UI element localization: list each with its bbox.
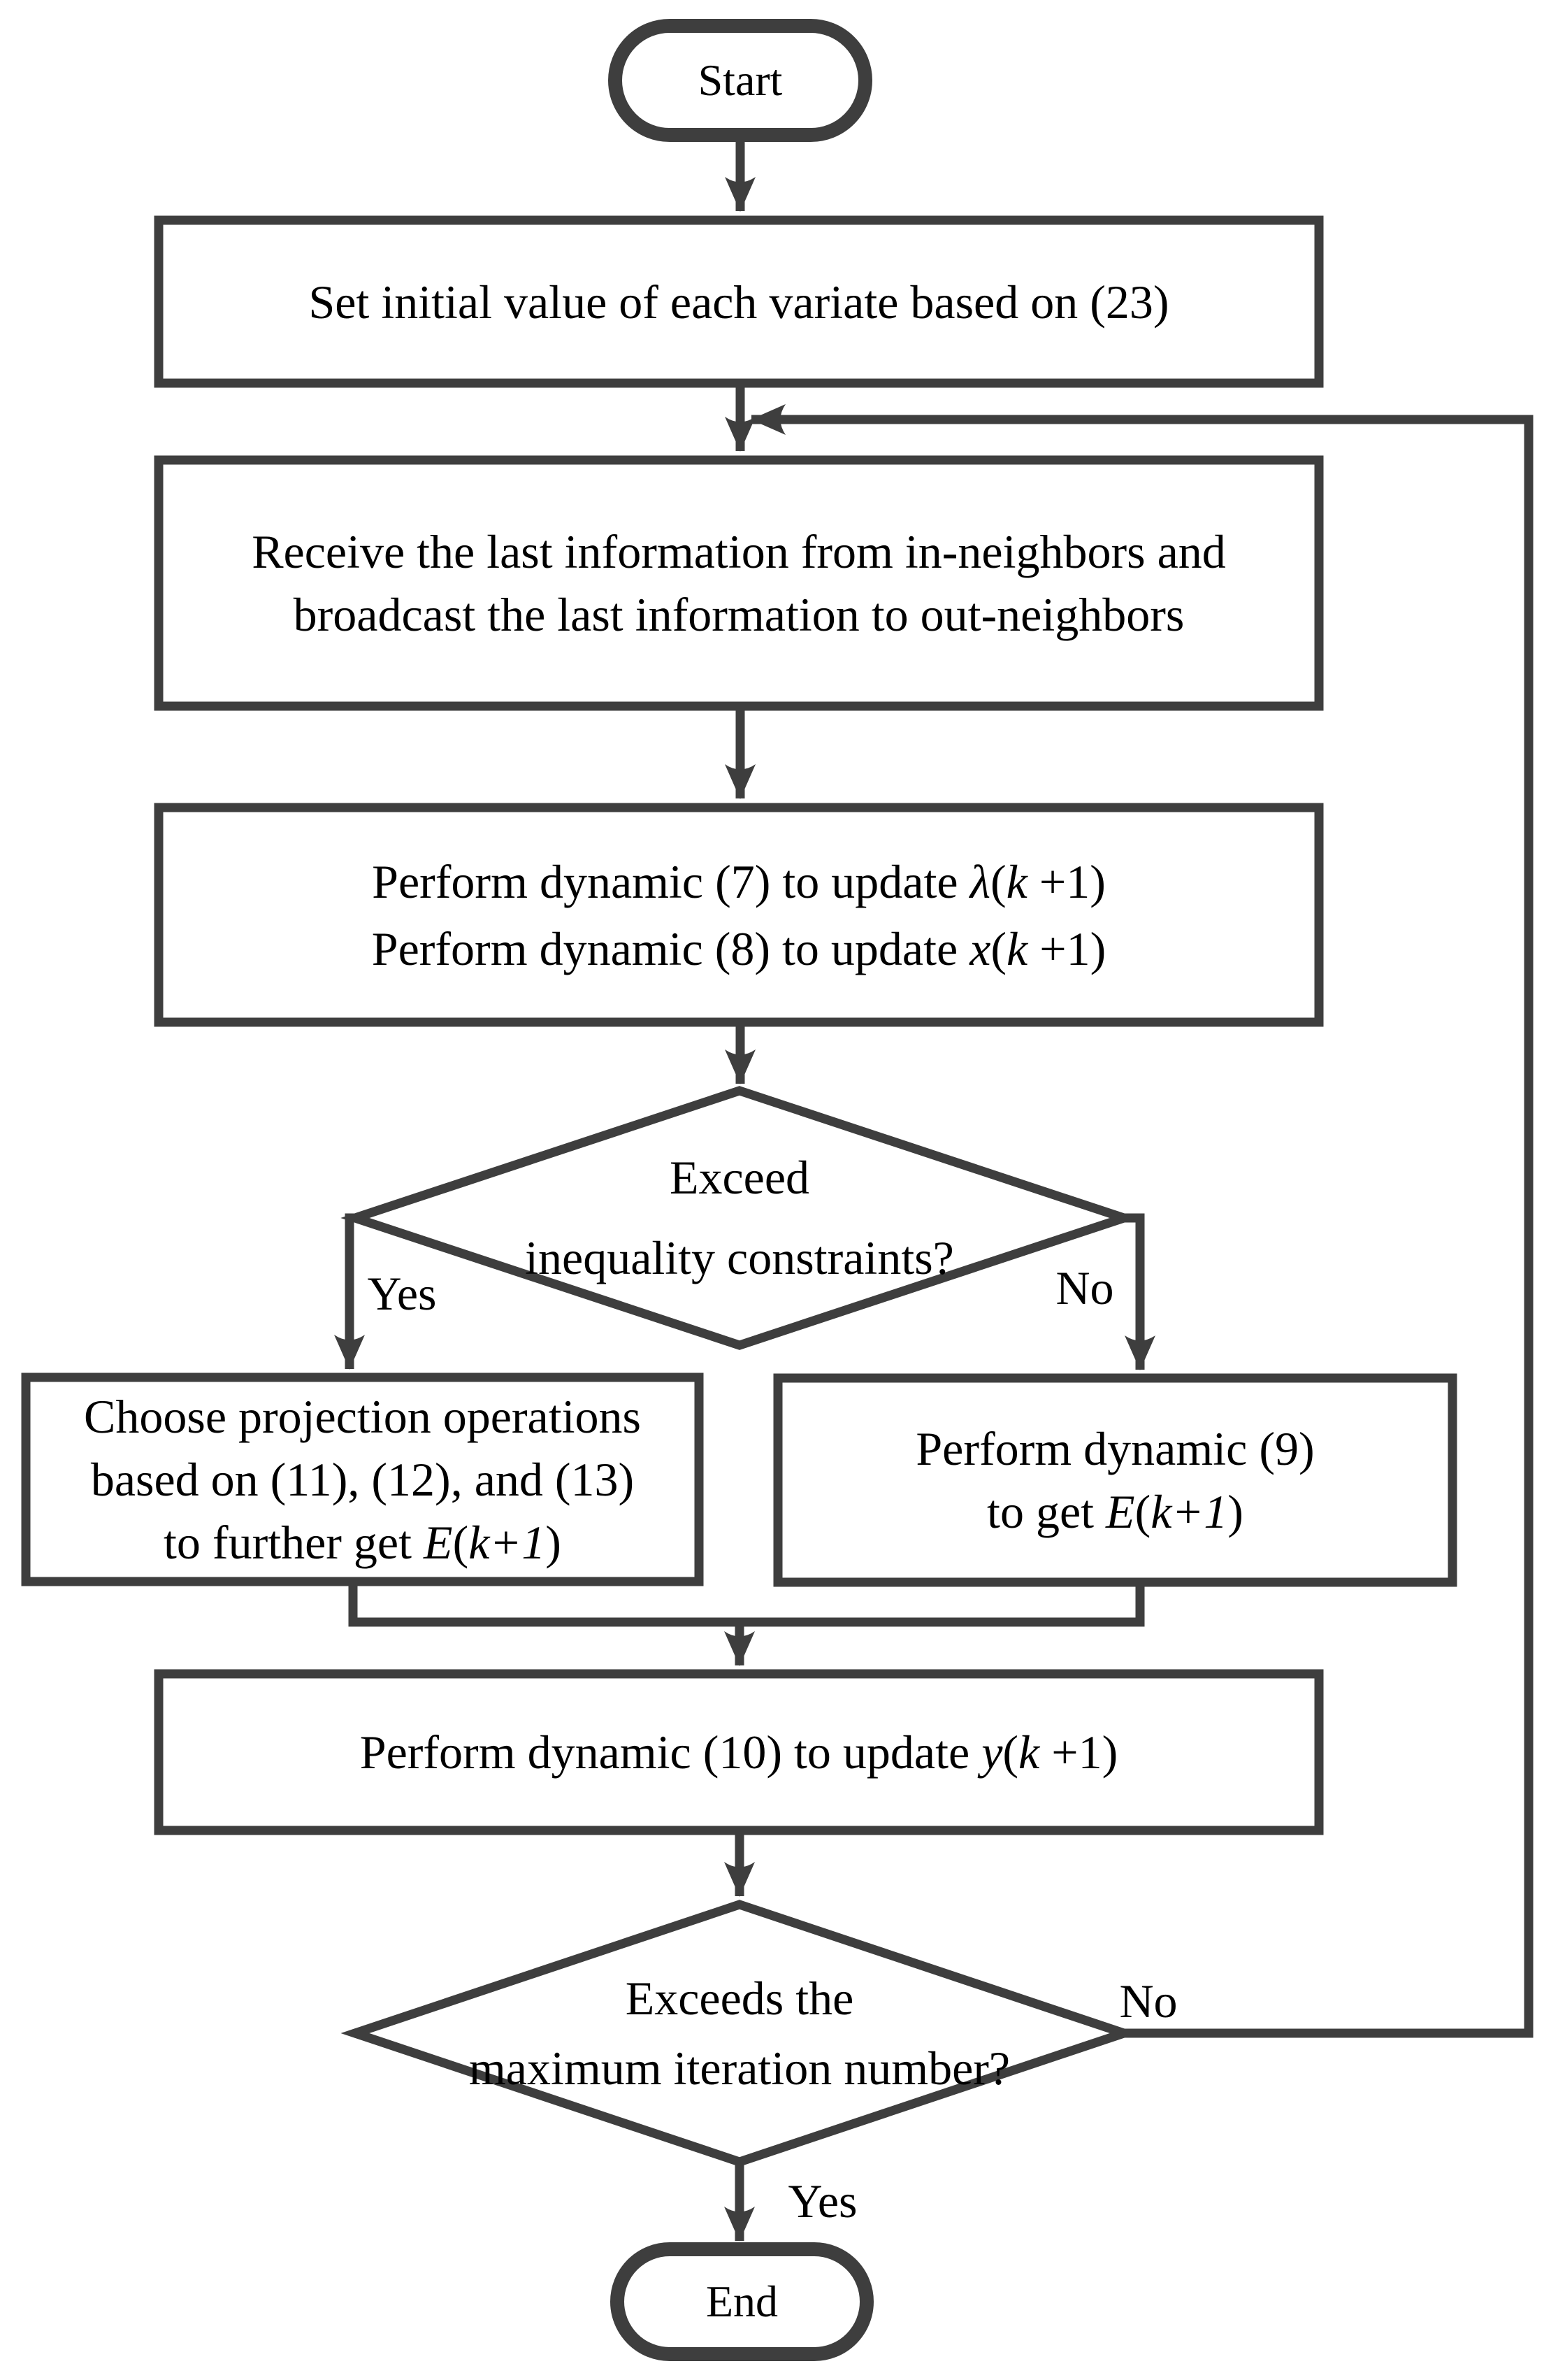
update-node-shape xyxy=(154,803,1324,1027)
feedback-loop-line-iteration-no xyxy=(751,404,1534,2038)
init-node-label: Set initial value of each variate based … xyxy=(308,275,1169,329)
decision1-yes-label: Yes xyxy=(367,1266,437,1320)
decision2-yes-label: Yes xyxy=(788,2174,858,2228)
init-node-shape xyxy=(154,215,1324,388)
decision1-diamond-shape xyxy=(340,1086,1139,1350)
update-y-node-label: Perform dynamic (10) to update y(k +1) xyxy=(359,1726,1118,1779)
start-node-label: Start xyxy=(698,55,783,105)
exchange-node-shape xyxy=(154,455,1324,711)
decision1-no-label: No xyxy=(1055,1261,1114,1314)
merge-line-below-branch-boxes xyxy=(348,1582,1145,1627)
update-node-label: Perform dynamic (7) to update λ(k +1)Per… xyxy=(371,854,1106,975)
end-node-shape xyxy=(610,2242,874,2361)
decision2-diamond-shape xyxy=(340,1900,1139,2167)
end-node-label: End xyxy=(705,2277,779,2326)
dynamic9-node-label: Perform dynamic (9)to get E(k+1) xyxy=(916,1422,1315,1538)
decision2-no-label: No xyxy=(1119,1974,1178,2028)
update-y-node-shape xyxy=(154,1669,1324,1835)
dynamic9-node-shape xyxy=(773,1373,1457,1587)
exchange-node-label: Receive the last information from in-nei… xyxy=(252,525,1226,641)
projection-node-shape xyxy=(21,1372,704,1586)
start-node-shape xyxy=(608,19,872,142)
